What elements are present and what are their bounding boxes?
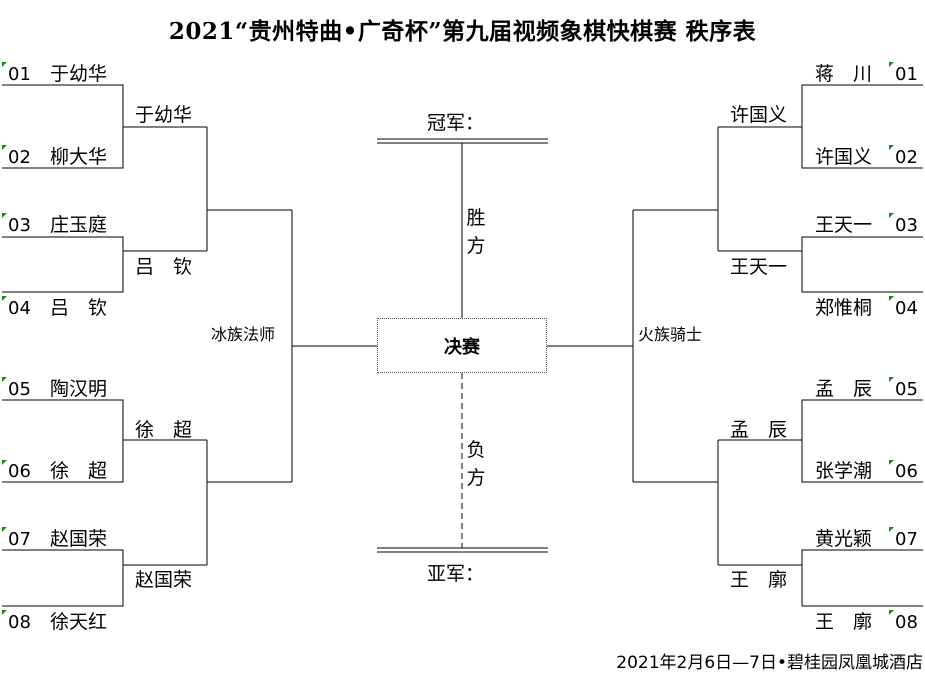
- page-title: 2021“贵州特曲•广奇杯”第九届视频象棋快棋赛 秩序表: [168, 18, 757, 45]
- left-player-name: 徐天红: [50, 611, 108, 633]
- right-seed-number: 05: [895, 379, 918, 400]
- final-match-box: 决赛: [377, 318, 547, 373]
- left-player-name: 柳大华: [50, 146, 108, 168]
- right-seed-number: 06: [895, 461, 918, 482]
- right-round2-winner: 许国义: [730, 104, 788, 126]
- left-round2-winner: 赵国荣: [135, 569, 193, 591]
- final-label: 决赛: [444, 336, 480, 358]
- loser-side-char: 方: [466, 467, 486, 489]
- runner-up-label: 亚军：: [427, 563, 485, 585]
- left-round2-winner: 于幼华: [135, 104, 193, 126]
- right-player-name: 蒋 川: [815, 63, 873, 85]
- left-player-name: 陶汉明: [50, 378, 108, 400]
- left-seed-number: 01: [8, 64, 31, 85]
- right-round2-winner: 王天一: [730, 256, 788, 278]
- right-round2-winner: 王 廓: [730, 569, 788, 591]
- right-seed-number: 08: [895, 612, 918, 633]
- left-player-name: 赵国荣: [50, 528, 108, 550]
- right-player-name: 王 廓: [815, 611, 873, 633]
- left-seed-number: 08: [8, 612, 31, 633]
- left-round2-winner: 吕 钦: [135, 256, 193, 278]
- right-player-name: 郑惟桐: [815, 297, 873, 319]
- right-player-name: 孟 辰: [815, 378, 873, 400]
- winner-side-char: 方: [466, 235, 486, 257]
- left-player-name: 吕 钦: [50, 297, 108, 319]
- right-round2-winner: 孟 辰: [730, 419, 788, 441]
- right-player-name: 张学潮: [815, 460, 873, 482]
- right-seed-number: 03: [895, 215, 918, 236]
- right-team-label: 火族骑士: [638, 325, 703, 344]
- right-seed-number: 07: [895, 529, 918, 550]
- right-seed-number: 04: [895, 298, 918, 319]
- right-player-name: 黄光颖: [815, 528, 873, 550]
- left-seed-number: 05: [8, 379, 31, 400]
- event-date-venue: 2021年2月6日—7日•碧桂园凤凰城酒店: [616, 653, 923, 673]
- left-seed-number: 07: [8, 529, 31, 550]
- loser-side-char: 负: [466, 439, 486, 461]
- left-player-name: 庄玉庭: [50, 214, 108, 236]
- winner-side-char: 胜: [466, 207, 486, 229]
- right-player-name: 王天一: [815, 214, 873, 236]
- left-team-label: 冰族法师: [211, 325, 276, 344]
- right-player-name: 许国义: [815, 146, 873, 168]
- left-seed-number: 02: [8, 147, 31, 168]
- left-seed-number: 03: [8, 215, 31, 236]
- left-seed-number: 04: [8, 298, 31, 319]
- left-player-name: 于幼华: [50, 63, 108, 85]
- left-round2-winner: 徐 超: [135, 419, 193, 441]
- right-seed-number: 01: [895, 64, 918, 85]
- champion-label: 冠军：: [427, 112, 485, 134]
- left-seed-number: 06: [8, 461, 31, 482]
- right-seed-number: 02: [895, 147, 918, 168]
- left-player-name: 徐 超: [50, 460, 108, 482]
